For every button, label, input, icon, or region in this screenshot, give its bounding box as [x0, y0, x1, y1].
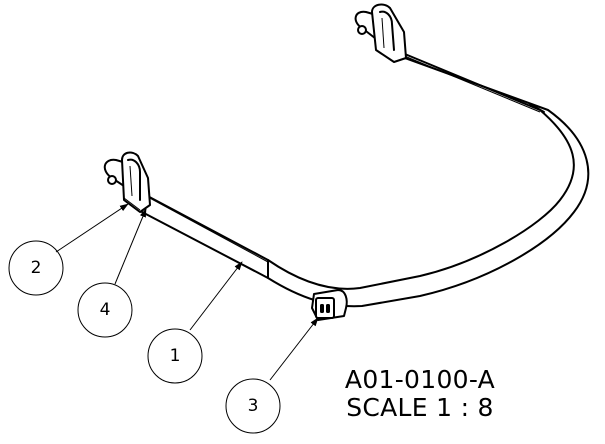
scale-label: SCALE 1 : 8 [346, 393, 494, 422]
balloon-1: 1 [147, 328, 203, 384]
strap-band [139, 51, 590, 308]
leader-1 [189, 261, 243, 331]
leader-3 [269, 317, 319, 381]
balloon-3: 3 [225, 378, 281, 434]
balloon-3-label: 3 [248, 396, 259, 416]
balloon-4-label: 4 [100, 300, 111, 320]
right-end-bracket [354, 3, 407, 63]
leader-2 [55, 203, 129, 253]
left-end-bracket [103, 151, 151, 213]
balloon-4: 4 [77, 282, 133, 338]
part-number: A01-0100-A [344, 365, 496, 394]
buckle [311, 289, 348, 321]
title-block: A01-0100-A SCALE 1 : 8 [300, 366, 540, 422]
balloon-2-label: 2 [31, 258, 42, 278]
balloon-2: 2 [8, 240, 64, 296]
balloon-1-label: 1 [170, 346, 181, 366]
leader-lines [55, 203, 319, 381]
leader-4 [114, 208, 147, 285]
